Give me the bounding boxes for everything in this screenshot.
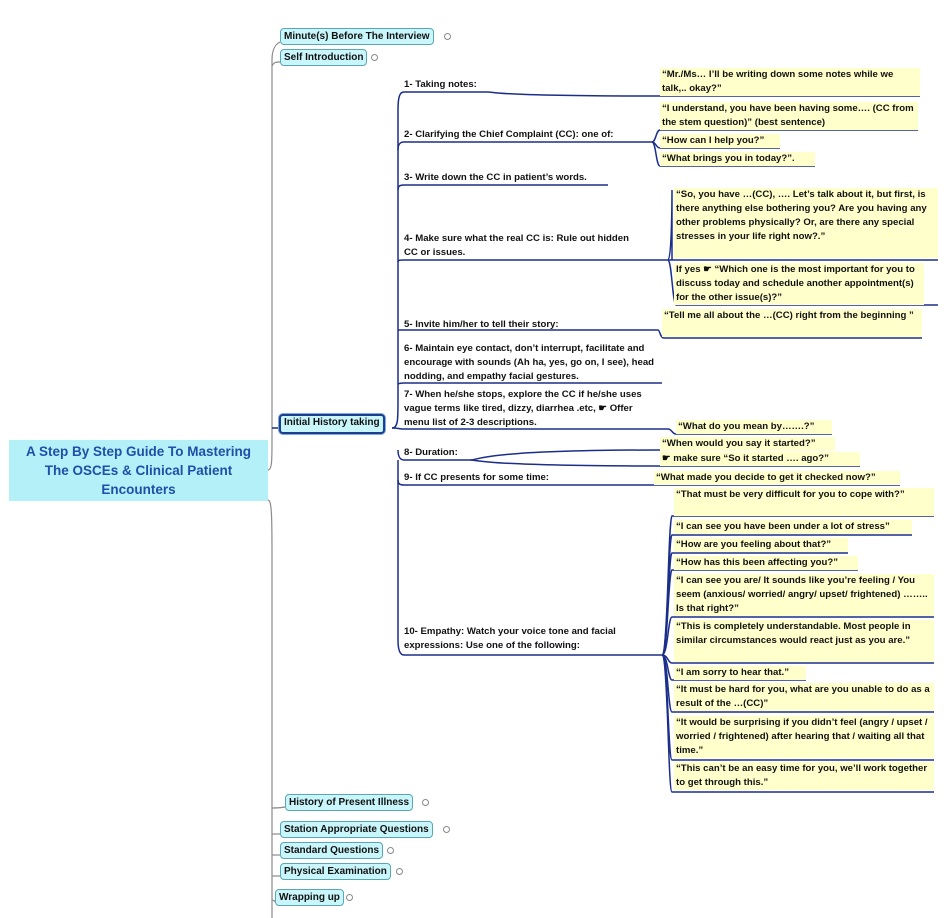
link-note-21: [661, 654, 934, 793]
link-note-15: [661, 569, 858, 656]
note-decide-checked[interactable]: “What made you decide to get it checked …: [654, 471, 900, 485]
link-step-6: [397, 382, 662, 385]
note-empathy-1[interactable]: “That must be very difficult for you to …: [674, 488, 934, 516]
expand-toggle-icon[interactable]: [371, 54, 378, 61]
topic-standard-questions[interactable]: Standard Questions: [280, 842, 384, 859]
link-step-7: [391, 427, 668, 430]
topic-minutes-before-interview[interactable]: Minute(s) Before The Interview: [280, 28, 434, 45]
step-8[interactable]: 8- Duration:: [404, 447, 458, 458]
note-most-important[interactable]: If yes ☛ “Which one is the most importan…: [674, 263, 924, 305]
topic-label: Physical Examination: [284, 866, 387, 877]
expand-toggle-icon[interactable]: [346, 894, 353, 901]
link-note-9: [469, 449, 835, 461]
link-note-7: [657, 329, 922, 339]
link-root-lower: [267, 499, 273, 918]
note-empathy-5[interactable]: “I can see you are/ It sounds like you’r…: [674, 574, 934, 616]
topic-label: Wrapping up: [279, 892, 340, 903]
link-note-10: [469, 459, 860, 467]
link-note-1: [487, 91, 653, 97]
note-what-brings-you[interactable]: “What brings you in today?”.: [660, 152, 815, 166]
topic-label: Standard Questions: [284, 845, 380, 856]
note-empathy-4[interactable]: “How has this been affecting you?”: [674, 556, 858, 570]
topic-label: History of Present Illness: [289, 797, 410, 808]
step-1[interactable]: 1- Taking notes:: [404, 79, 477, 90]
note-empathy-9[interactable]: “It would be surprising if you didn’t fe…: [674, 716, 934, 758]
step-3[interactable]: 3- Write down the CC in patient’s words.: [404, 172, 587, 183]
link-step-10: [397, 460, 662, 656]
note-empathy-7[interactable]: “I am sorry to hear that.”: [674, 666, 806, 680]
topic-history-present-illness[interactable]: History of Present Illness: [285, 794, 414, 811]
link-note-4: [651, 141, 815, 167]
link-step-9: [397, 479, 652, 486]
note-empathy-2[interactable]: “I can see you have been under a lot of …: [674, 520, 912, 534]
topic-station-appropriate-questions[interactable]: Station Appropriate Questions: [280, 821, 433, 838]
note-tell-me-all[interactable]: “Tell me all about the …(CC) right from …: [662, 309, 922, 337]
note-clarify-cc[interactable]: “I understand, you have been having some…: [660, 102, 918, 130]
link-root-topic-4: [271, 806, 286, 809]
topic-physical-examination[interactable]: Physical Examination: [280, 863, 391, 880]
note-make-sure[interactable]: ☛ make sure “So it started …. ago?”: [660, 452, 860, 466]
link-step-1: [391, 91, 488, 429]
expand-toggle-icon[interactable]: [444, 33, 451, 40]
step-5[interactable]: 5- Invite him/her to tell their story:: [404, 319, 559, 330]
note-taking-notes[interactable]: “Mr./Ms… I’ll be writing down some notes…: [660, 68, 920, 96]
link-note-8: [667, 428, 832, 435]
root-title: A Step By Step Guide To Mastering The OS…: [25, 444, 252, 497]
link-root-topic-1: [267, 41, 281, 471]
step-2[interactable]: 2- Clarifying the Chief Complaint (CC): …: [404, 129, 614, 140]
root-topic[interactable]: A Step By Step Guide To Mastering The OS…: [9, 440, 268, 501]
note-empathy-8[interactable]: “It must be hard for you, what are you u…: [674, 683, 934, 711]
note-rule-out-hidden[interactable]: “So, you have …(CC), …. Let’s talk about…: [674, 188, 938, 258]
note-empathy-6[interactable]: “This is completely understandable. Most…: [674, 620, 934, 662]
step-9[interactable]: 9- If CC presents for some time:: [404, 472, 550, 483]
note-empathy-10[interactable]: “This can’t be an easy time for you, we’…: [674, 762, 934, 790]
note-empathy-3[interactable]: “How are you feeling about that?”: [674, 538, 848, 552]
link-root-topic-2: [271, 61, 281, 67]
expand-toggle-icon[interactable]: [396, 868, 403, 875]
topic-initial-history-taking[interactable]: Initial History taking: [279, 414, 385, 434]
expand-toggle-icon[interactable]: [443, 826, 450, 833]
link-step-4: [397, 259, 668, 263]
step-10[interactable]: 10- Empathy: Watch your voice tone and f…: [404, 626, 616, 651]
step-4[interactable]: 4- Make sure what the real CC is: Rule o…: [404, 233, 629, 258]
note-when-started[interactable]: “When would you say it started?”: [660, 437, 835, 451]
link-step-2: [397, 141, 652, 151]
topic-wrapping-up[interactable]: Wrapping up: [275, 889, 344, 906]
topic-label: Initial History taking: [284, 417, 380, 428]
topic-label: Station Appropriate Questions: [284, 824, 429, 835]
link-step-8: [397, 449, 470, 461]
step-7[interactable]: 7- When he/she stops, explore the CC if …: [404, 389, 642, 428]
note-how-can-i-help[interactable]: “How can I help you?”: [660, 134, 780, 148]
step-6[interactable]: 6- Maintain eye contact, don’t interrupt…: [404, 343, 655, 382]
expand-toggle-icon[interactable]: [387, 847, 394, 854]
link-note-5: [667, 189, 673, 261]
link-step-3: [397, 184, 608, 191]
note-what-do-you-mean[interactable]: “What do you mean by…….?”: [676, 420, 832, 434]
topic-label: Minute(s) Before The Interview: [284, 31, 430, 42]
topic-label: Self Introduction: [284, 52, 364, 63]
expand-toggle-icon[interactable]: [422, 799, 429, 806]
link-note-16: [661, 616, 934, 656]
topic-self-introduction[interactable]: Self Introduction: [280, 49, 368, 66]
